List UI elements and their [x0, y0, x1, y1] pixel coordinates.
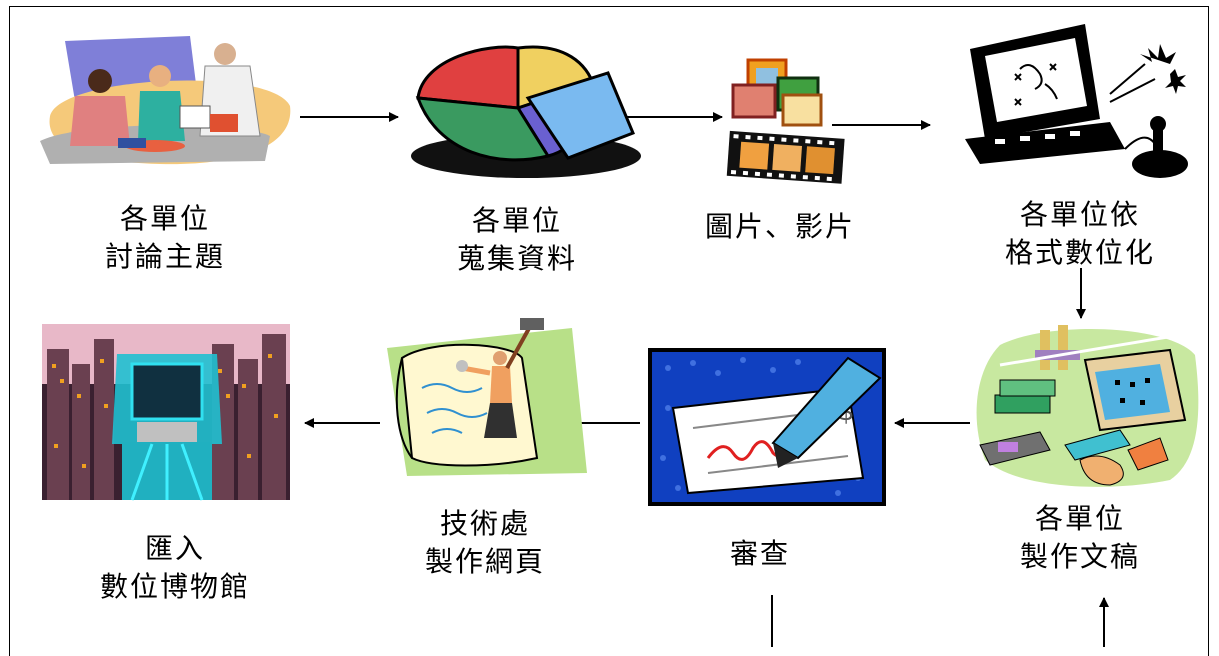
- step-label-line: 製作網頁: [424, 545, 545, 578]
- photos-film-clipart-icon: [726, 58, 845, 184]
- step-label-line: 匯入: [144, 532, 205, 565]
- pie-chart-clipart-icon: [411, 45, 641, 178]
- computer-keyboard-clipart-icon: [965, 24, 1188, 178]
- desk-computer-clipart-icon: [976, 325, 1199, 487]
- step-label-media: 圖片、影片: [690, 208, 870, 246]
- check-pen-clipart-icon: $: [648, 348, 886, 506]
- city-computer-clipart-icon: [42, 324, 290, 501]
- step-label-line: 技術處: [439, 507, 530, 540]
- step-label-line: 格式數位化: [1004, 236, 1155, 269]
- step-label-discuss: 各單位 討論主題: [80, 200, 250, 276]
- diagram-frame: [9, 6, 1209, 656]
- step-label-draft: 各單位 製作文稿: [995, 500, 1165, 576]
- step-label-line: 蒐集資料: [456, 242, 577, 275]
- document-hammer-clipart-icon: [387, 318, 587, 476]
- step-label-collect: 各單位 蒐集資料: [432, 202, 602, 278]
- step-label-digitize: 各單位依 格式數位化: [985, 196, 1175, 272]
- step-label-line: 圖片、影片: [704, 210, 855, 243]
- step-label-line: 各單位: [471, 204, 562, 237]
- arrow-review-to-draft-loop: [771, 595, 1109, 647]
- step-label-line: 各單位: [119, 202, 210, 235]
- step-label-line: 數位博物館: [99, 570, 250, 603]
- step-label-line: 審查: [729, 537, 790, 570]
- step-label-line: 各單位依: [1019, 198, 1140, 231]
- step-label-webpage: 技術處 製作網頁: [400, 505, 570, 581]
- step-label-museum: 匯入 數位博物館: [75, 530, 275, 606]
- meeting-clipart-icon: [40, 36, 291, 165]
- step-label-line: 討論主題: [104, 240, 225, 273]
- step-label-line: 製作文稿: [1019, 540, 1140, 573]
- step-label-review: 審查: [700, 535, 820, 573]
- step-label-line: 各單位: [1034, 502, 1125, 535]
